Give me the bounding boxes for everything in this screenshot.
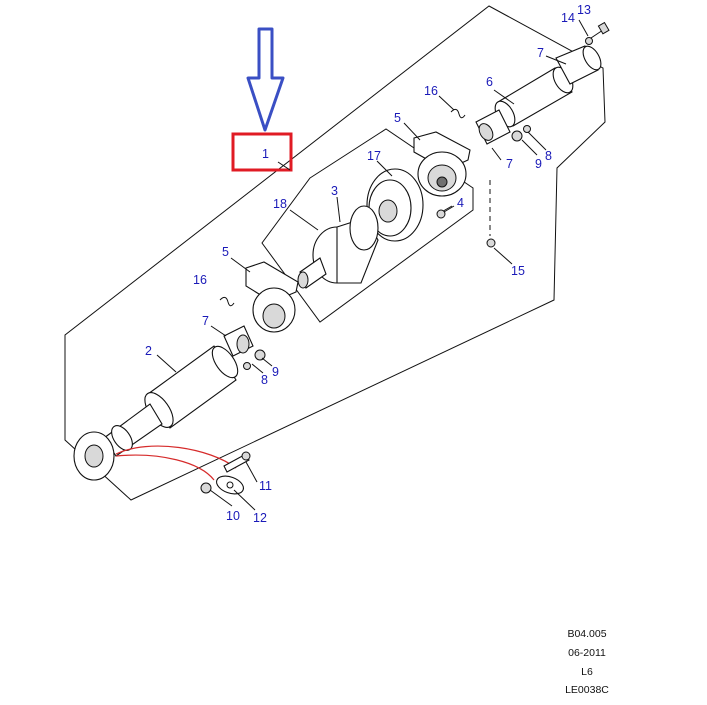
reference-drawing-id: LE0038C [565,684,609,696]
reference-model: L6 [581,666,593,678]
callout-6: 6 [486,75,493,89]
callout-8: 8 [261,373,268,387]
bolt-11 [223,451,251,473]
callout-10: 10 [226,509,240,523]
callout-16: 16 [424,84,438,98]
highlight-label: 1 [262,147,269,161]
front-flex-coupling [73,431,115,481]
leader-lines [156,19,589,511]
harness-lines [115,445,237,481]
center-bearing-upper [413,131,471,197]
bolt-15 [486,180,496,248]
callout-18: 18 [273,197,287,211]
callout-15: 15 [511,264,525,278]
center-bearing-lower [245,261,299,333]
plate-12 [216,475,244,495]
callout-4: 4 [457,196,464,210]
front-shaft-2 [103,325,254,457]
coupling-3 [297,205,379,289]
nut-10 [200,482,212,494]
reference-block: B04.005 06-2011 L6 LE0038C [565,628,609,696]
bolt-13 [585,21,610,45]
callout-14: 14 [561,11,575,25]
callout-17: 17 [367,149,381,163]
assembly-frame [64,5,606,501]
callout-3: 3 [331,184,338,198]
highlight-box [231,132,293,172]
callout-5: 5 [394,111,401,125]
callout-7: 7 [537,46,544,60]
rear-shaft [475,45,602,145]
bolt-8-lower [243,349,266,370]
callout-12: 12 [253,511,267,525]
callout-9: 9 [535,157,542,171]
flex-coupling-17 [366,168,424,242]
clip-16-upper [450,108,466,119]
bolt-8-upper [511,125,531,142]
bolt-4 [436,205,453,219]
reference-date: 06-2011 [568,647,606,659]
callout-16: 16 [193,273,207,287]
center-bearing-frame [261,128,474,323]
reference-code: B04.005 [567,628,606,640]
callout-13: 13 [577,3,591,17]
callout-9: 9 [272,365,279,379]
callout-8: 8 [545,149,552,163]
pointer-arrow-icon [246,27,285,132]
callout-11: 11 [259,479,272,493]
callout-7: 7 [506,157,513,171]
callout-5: 5 [222,245,229,259]
clip-16-lower [219,296,235,307]
callout-2: 2 [145,344,152,358]
callout-7: 7 [202,314,209,328]
